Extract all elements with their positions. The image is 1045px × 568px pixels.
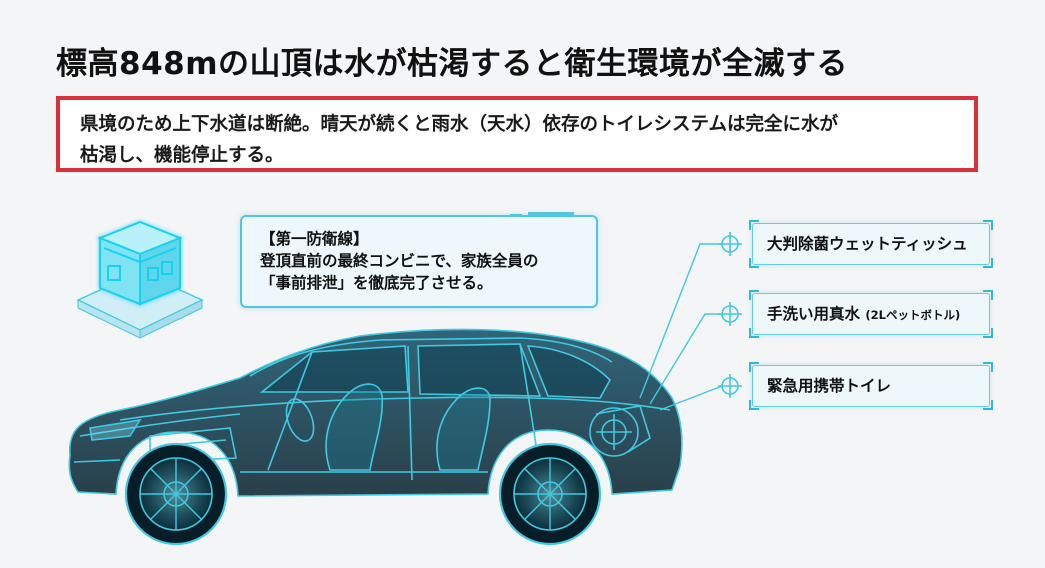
frame-corner — [983, 290, 993, 300]
frame-corner — [983, 362, 993, 372]
convenience-store-icon — [70, 200, 220, 354]
callout-tab — [528, 212, 574, 217]
item-hand-wash-water: 手洗い用真水 (2Lペットボトル) — [749, 290, 993, 338]
frame-corner — [983, 400, 993, 410]
alert-box: 県境のため上下水道は断絶。晴天が続くと雨水（天水）依存のトイレシステムは完全に水… — [56, 96, 978, 172]
item-label: 手洗い用真水 — [767, 305, 861, 323]
frame-corner — [983, 328, 993, 338]
frame-corner — [983, 258, 993, 268]
callout-line-1: 登頂直前の最終コンビニで、家族全員の — [260, 252, 539, 270]
callout-line-2: 「事前排泄」を徹底完了させる。 — [260, 274, 493, 292]
crosshair-icon — [718, 302, 742, 326]
item-label: 緊急用携帯トイレ — [767, 377, 892, 395]
item-wet-tissue: 大判除菌ウェットティッシュ — [749, 220, 993, 268]
item-label: 大判除菌ウェットティッシュ — [767, 235, 968, 253]
frame-corner — [749, 290, 759, 300]
frame-corner — [749, 362, 759, 372]
crosshair-icon — [718, 232, 742, 256]
frame-corner — [749, 258, 759, 268]
frame-corner — [749, 328, 759, 338]
frame-corner — [983, 220, 993, 230]
frame-corner — [749, 220, 759, 230]
alert-line-2: 枯渇し、機能停止する。 — [80, 145, 284, 166]
car-target-icon — [596, 414, 632, 450]
crosshair-icon — [718, 374, 742, 398]
item-sublabel: (2Lペットボトル) — [865, 308, 961, 322]
item-portable-toilet: 緊急用携帯トイレ — [749, 362, 993, 410]
first-defense-callout: 【第一防衛線】 登頂直前の最終コンビニで、家族全員の 「事前排泄」を徹底完了させ… — [240, 212, 598, 308]
callout-tick — [510, 214, 522, 217]
frame-corner — [749, 400, 759, 410]
callout-heading: 【第一防衛線】 — [260, 230, 369, 248]
page-title: 標高848mの山頂は水が枯渇すると衛生環境が全滅する — [56, 46, 849, 82]
alert-line-1: 県境のため上下水道は断絶。晴天が続くと雨水（天水）依存のトイレシステムは完全に水… — [80, 114, 838, 135]
